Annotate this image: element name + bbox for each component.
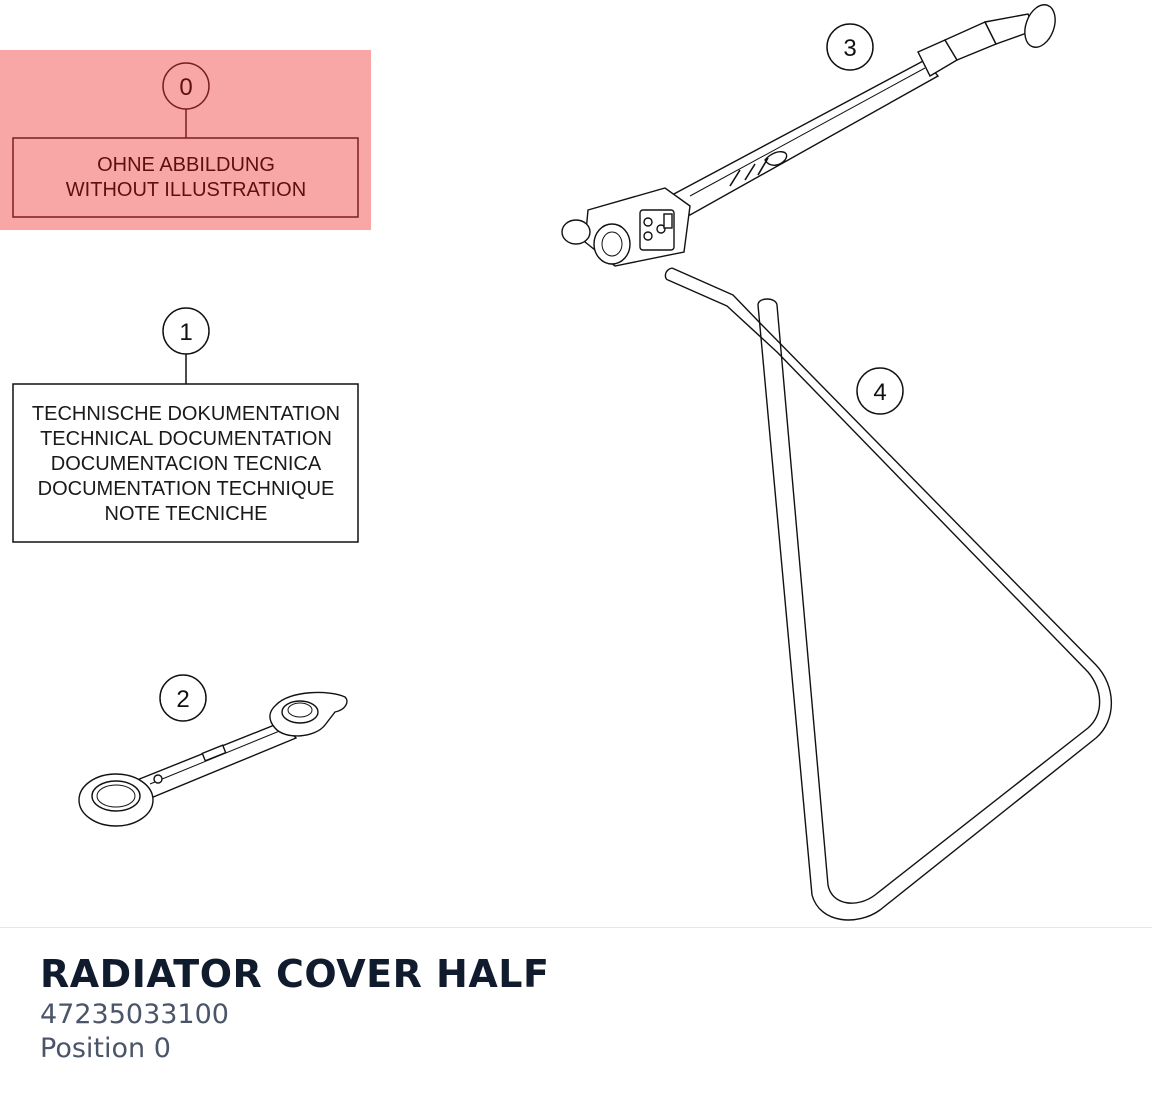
position-label: Position 0 — [40, 1033, 171, 1064]
callout-1-line-2: TECHNICAL DOCUMENTATION — [40, 428, 332, 450]
callout-1[interactable]: 1 TECHNISCHE DOKUMENTATION TECHNICAL DOC… — [12, 307, 359, 543]
part-3[interactable]: 3 — [561, 1, 1061, 267]
position-number-3: 3 — [843, 35, 856, 62]
part-info-footer: RADIATOR COVER HALF 47235033100 Position… — [0, 927, 1152, 1099]
stand-icon — [664, 267, 1113, 921]
position-number-2: 2 — [176, 686, 189, 713]
part-2[interactable]: 2 — [78, 674, 348, 827]
callout-1-line-5: NOTE TECNICHE — [105, 503, 268, 525]
callout-0-line-1: OHNE ABBILDUNG — [97, 154, 275, 176]
ring-wrench-icon — [78, 691, 348, 827]
position-number-1: 1 — [179, 319, 192, 346]
highlight-box — [0, 50, 371, 230]
callout-1-line-1: TECHNISCHE DOKUMENTATION — [32, 403, 340, 425]
position-number-0: 0 — [179, 74, 192, 101]
callout-0-line-2: WITHOUT ILLUSTRATION — [66, 179, 306, 201]
callout-1-line-3: DOCUMENTACION TECNICA — [51, 453, 322, 475]
exploded-parts-diagram: 0 OHNE ABBILDUNG WITHOUT ILLUSTRATION 1 … — [0, 1, 1113, 921]
torque-wrench-icon — [561, 4, 1056, 267]
part-number: 47235033100 — [40, 999, 229, 1030]
part-4[interactable]: 4 — [664, 267, 1113, 921]
callout-1-line-4: DOCUMENTATION TECHNIQUE — [38, 478, 335, 500]
position-number-4: 4 — [873, 379, 886, 406]
callout-0[interactable]: 0 OHNE ABBILDUNG WITHOUT ILLUSTRATION — [0, 50, 371, 230]
part-title: RADIATOR COVER HALF — [40, 952, 550, 996]
